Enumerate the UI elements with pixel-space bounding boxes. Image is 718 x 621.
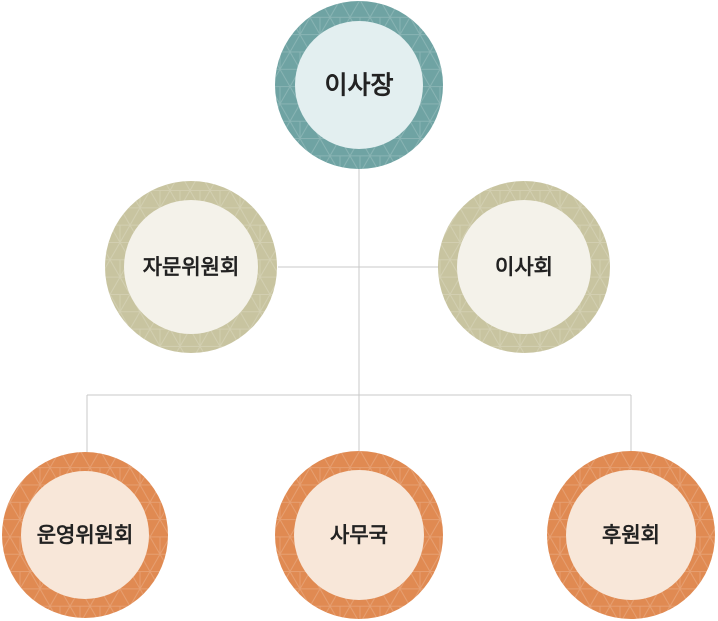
node-secretariat-inner — [294, 470, 424, 600]
node-sponsors-association-label: 후원회 — [602, 523, 660, 547]
node-board-of-directors-inner — [457, 200, 591, 334]
node-chairman: 이사장 — [275, 1, 443, 169]
node-secretariat: 사무국 — [275, 451, 443, 619]
node-advisory-committee-inner — [124, 200, 258, 334]
node-sponsors-association-inner — [566, 470, 696, 600]
node-steering-committee-inner — [21, 471, 149, 599]
node-chairman-label: 이사장 — [324, 71, 393, 100]
node-board-of-directors-label: 이사회 — [495, 255, 553, 279]
node-chairman-inner — [295, 21, 423, 149]
node-advisory-committee-label: 자문위원회 — [143, 255, 240, 279]
node-steering-committee: 운영위원회 — [2, 452, 168, 618]
node-sponsors-association: 후원회 — [547, 451, 715, 619]
node-secretariat-label: 사무국 — [330, 523, 388, 547]
node-steering-committee-label: 운영위원회 — [37, 523, 134, 547]
node-board-of-directors: 이사회 — [438, 181, 610, 353]
node-advisory-committee: 자문위원회 — [105, 181, 277, 353]
connector-lines — [86, 160, 632, 453]
